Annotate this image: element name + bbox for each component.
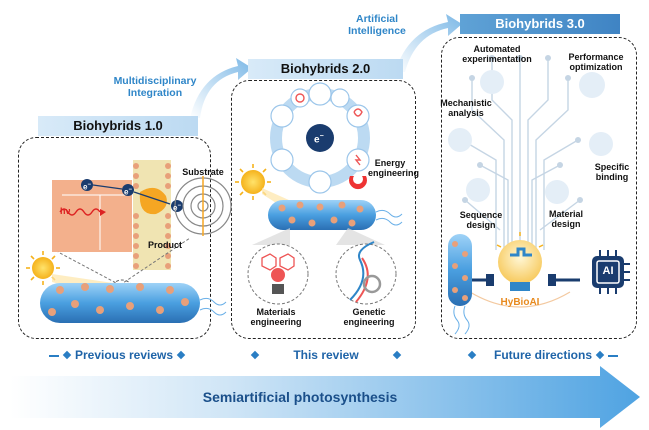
footer-previous-reviews: Previous reviews (24, 348, 214, 362)
semiartificial-arrow-shape (10, 366, 640, 428)
materials-engineering-label: Materials engineering (250, 307, 302, 327)
genetic-engineering-label: Genetic engineering (343, 307, 395, 327)
mechanistic-analysis-label: Mechanistic analysis (440, 98, 492, 118)
material-design-label: Material design (548, 209, 583, 229)
hybioai-label: HyBioAI (500, 297, 540, 308)
semiartificial-photosynthesis-label: Semiartificial photosynthesis (202, 389, 398, 405)
hv-label: hν (60, 206, 71, 216)
panel1-illustration (26, 160, 232, 323)
bacterium-3 (448, 234, 472, 335)
automated-experimentation-label: Automated experimentation (462, 44, 532, 64)
product-label: Product (147, 240, 182, 250)
electron-label-1b: e− (124, 187, 132, 197)
transition-arrow-2 (395, 14, 462, 72)
stage-title-1: Biohybrids 1.0 (38, 116, 198, 136)
footer-this-review: This review (236, 348, 416, 362)
stage-title-3: Biohybrids 3.0 (460, 14, 620, 34)
stage-title-2: Biohybrids 2.0 (248, 59, 403, 79)
specific-binding-label: Specific binding (594, 162, 630, 182)
transition-arrow-1 (190, 58, 252, 118)
sun-2 (235, 164, 271, 200)
panel2-illustration (235, 82, 403, 305)
substrate-label: Substrate (182, 167, 224, 177)
metabolism-circle (174, 176, 232, 236)
bacterium-1 (40, 283, 227, 323)
transition-label-1: Multidisciplinary Integration (113, 75, 197, 99)
ai-chip (592, 250, 630, 294)
energy-engineering-label: Energy engineering (368, 158, 420, 178)
performance-optimization-label: Performance optimization (568, 52, 624, 72)
sequence-design-label: Sequence design (459, 210, 503, 230)
bacterium-2 (268, 200, 403, 230)
electron-label-1a: e− (83, 182, 91, 192)
footer-future-directions: Future directions (446, 348, 636, 362)
electron-label-2: e− (314, 133, 324, 146)
transition-label-2: Artificial Intelligence (348, 13, 406, 37)
panel3-illustration (448, 55, 630, 335)
ai-chip-label: AI (602, 265, 614, 277)
lipid-membrane (133, 160, 171, 270)
electron-label-1c: e− (173, 203, 181, 213)
